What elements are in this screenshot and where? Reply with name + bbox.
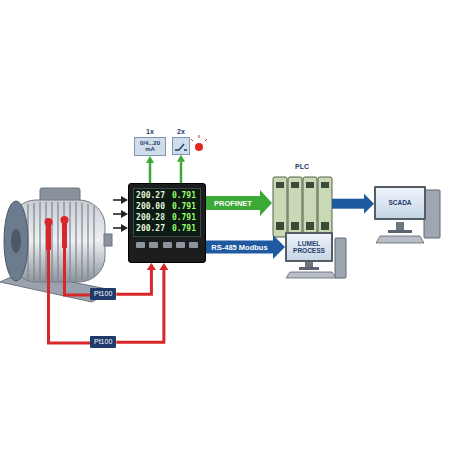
meter-buttons [133, 242, 201, 248]
display-value: 0.791 [167, 202, 198, 212]
display-value: 200.28 [136, 213, 167, 223]
display-value: 0.791 [167, 224, 198, 234]
display-value: 0.791 [167, 191, 198, 201]
output-arrow [149, 163, 152, 183]
power-meter: 200.270.791200.000.791200.280.791200.270… [128, 183, 206, 263]
meter-button [149, 242, 158, 248]
scada-screen: SCADA [374, 186, 426, 220]
pt100-box: Pt100 [90, 288, 116, 300]
alarm-led [191, 135, 207, 151]
output-count: 1x [134, 128, 166, 136]
meter-button [136, 242, 145, 248]
output-count: 2x [172, 128, 190, 136]
display-value: 200.27 [136, 224, 167, 234]
relay-symbol [173, 138, 189, 154]
display-value: 200.27 [136, 191, 167, 201]
sensor-connector [116, 270, 151, 294]
relay-output-box: 2x [172, 128, 190, 155]
sensor-wire [49, 248, 91, 343]
display-value: 200.00 [136, 202, 167, 212]
scada-arrow [332, 199, 364, 209]
edge-label: RS-485 Modbus [209, 243, 269, 252]
edge-label: PROFINET [212, 199, 254, 208]
plc-heading: PLC [272, 163, 332, 170]
profinet-arrow [206, 196, 260, 210]
relay-output-symbol-box [172, 137, 190, 155]
meter-button [189, 242, 198, 248]
input-arrow [113, 200, 121, 228]
modbus-arrow [206, 241, 273, 254]
plc-unit: PLC [272, 163, 332, 237]
pt100-box: Pt100 [90, 336, 116, 348]
sensor-type: Pt100 [94, 338, 112, 346]
software-name: SCADA [388, 199, 411, 206]
software-name: LUMEL PROCESS [289, 240, 329, 255]
meter-button [163, 242, 172, 248]
plc-modules [273, 177, 332, 237]
relay-contact [175, 144, 187, 150]
analog-output-box: 1x0/4...20 mA [134, 128, 166, 156]
sensor-type: Pt100 [94, 290, 112, 298]
process-screen: LUMEL PROCESS [285, 232, 333, 262]
temperature-sensor [45, 216, 69, 250]
sensor-connector [116, 270, 164, 342]
meter-button [176, 242, 185, 248]
output-arrow [180, 162, 183, 183]
output-type: 0/4...20 mA [134, 137, 166, 156]
motor-illustration [0, 188, 112, 302]
display-value: 0.791 [167, 213, 198, 223]
meter-display: 200.270.791200.000.791200.280.791200.270… [133, 188, 201, 237]
